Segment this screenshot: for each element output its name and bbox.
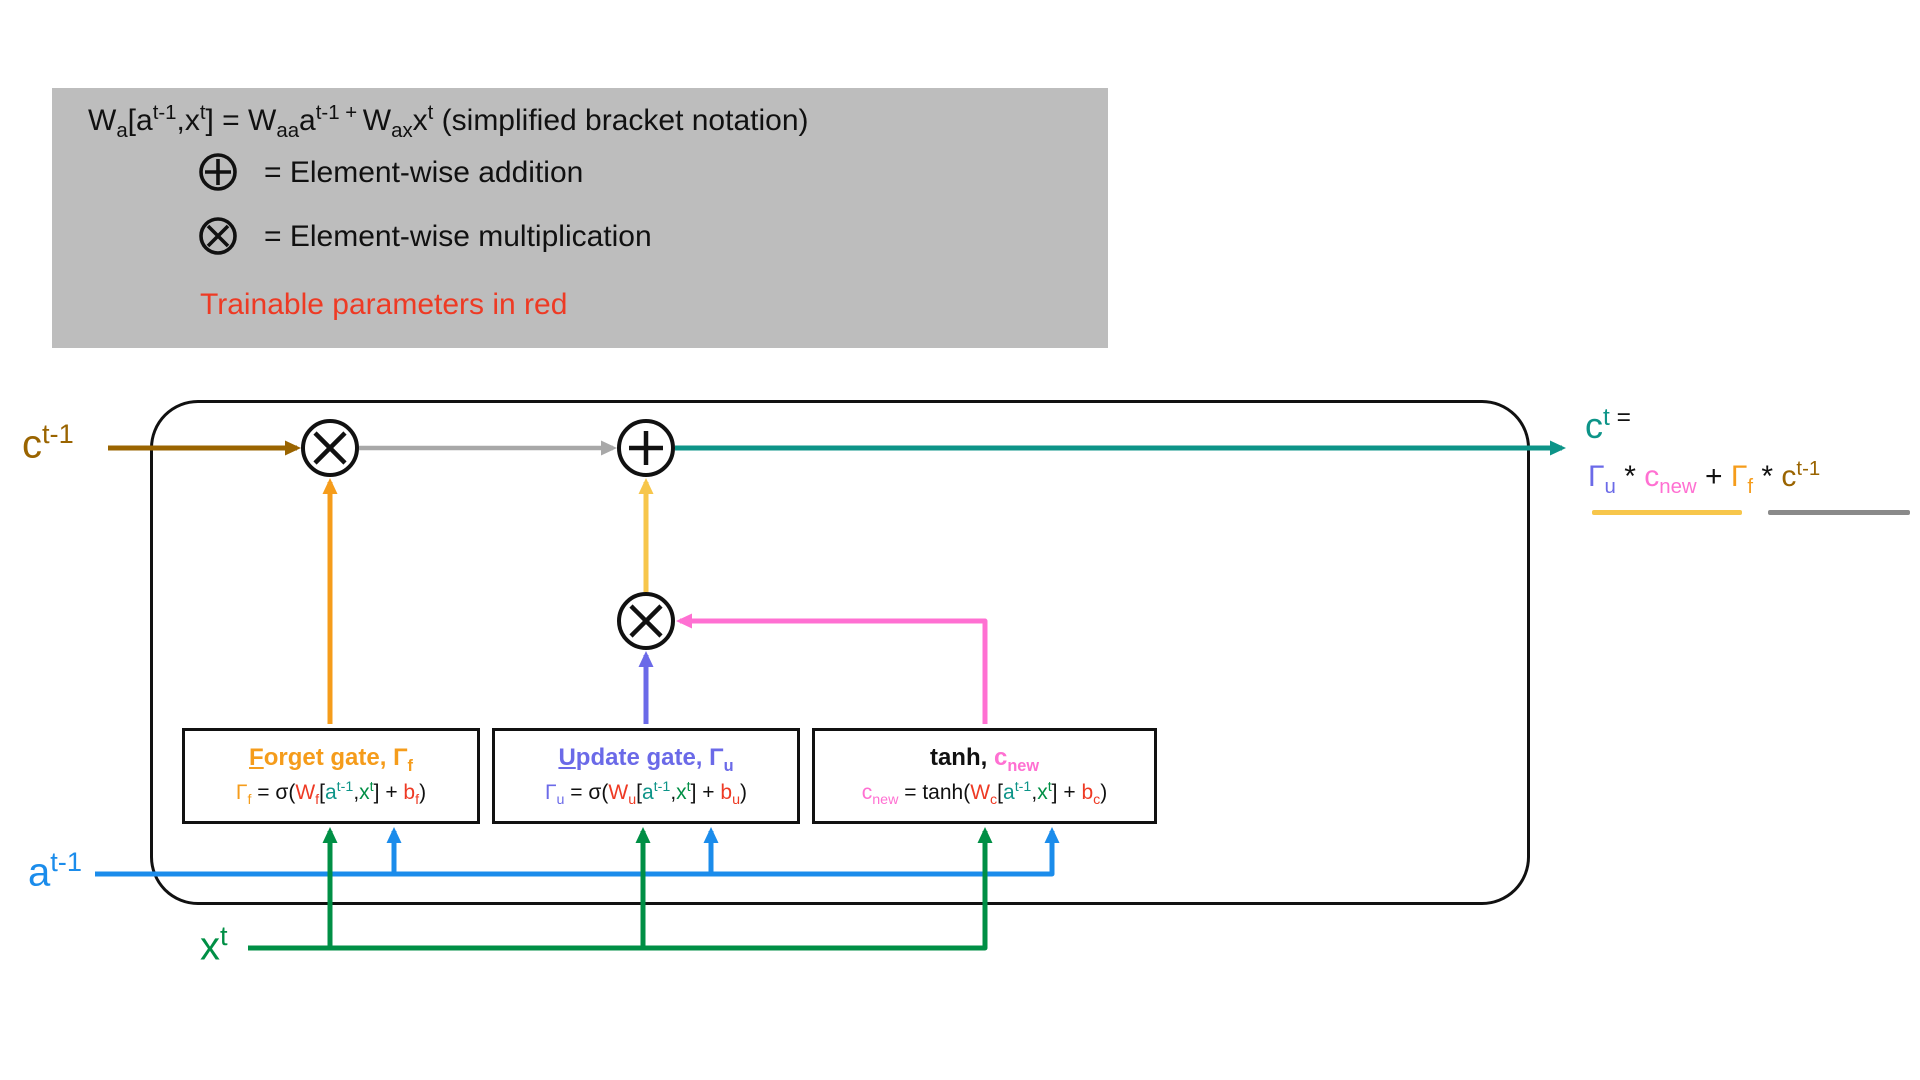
input-x-label: xt bbox=[200, 920, 228, 969]
candidate-tanh-formula: cnew = tanh(Wc[at-1,xt] + bc) bbox=[861, 779, 1108, 809]
output-c-label: ct = bbox=[1585, 404, 1631, 446]
legend-box: Wa[at-1,xt] = Waaat-1 + Waxxt (simplifie… bbox=[52, 88, 1108, 348]
update-gate-formula: Γu = σ(Wu[at-1,xt] + bu) bbox=[544, 779, 748, 809]
forget-gate-box: Forget gate, Γf Γf = σ(Wf[at-1,xt] + bf) bbox=[182, 728, 480, 824]
circle-times-icon bbox=[199, 217, 237, 255]
forget-gate-title: Forget gate, Γf bbox=[249, 743, 413, 775]
candidate-tanh-title: tanh, cnew bbox=[929, 743, 1040, 775]
update-gate-box: Update gate, Γu Γu = σ(Wu[at-1,xt] + bu) bbox=[492, 728, 800, 824]
addition-label: = Element-wise addition bbox=[264, 156, 584, 189]
trainable-parameters-note: Trainable parameters in red bbox=[200, 288, 568, 321]
circle-plus-icon bbox=[199, 153, 237, 191]
input-a-prev-label: at-1 bbox=[28, 846, 82, 895]
forget-gate-formula: Γf = σ(Wf[at-1,xt] + bf) bbox=[235, 779, 427, 809]
input-c-prev-label: ct-1 bbox=[22, 418, 74, 467]
output-underline-forget-term bbox=[1768, 510, 1910, 515]
bracket-notation-formula: Wa[at-1,xt] = Waaat-1 + Waxxt (simplifie… bbox=[88, 102, 809, 142]
output-underline-update-term bbox=[1592, 510, 1742, 515]
lstm-cell-outline bbox=[150, 400, 1530, 905]
output-equation: Γu * cnew + Γf * ct-1 bbox=[1588, 458, 1821, 498]
update-gate-title: Update gate, Γu bbox=[558, 743, 734, 775]
multiplication-label: = Element-wise multiplication bbox=[264, 220, 652, 253]
candidate-tanh-box: tanh, cnew cnew = tanh(Wc[at-1,xt] + bc) bbox=[812, 728, 1157, 824]
